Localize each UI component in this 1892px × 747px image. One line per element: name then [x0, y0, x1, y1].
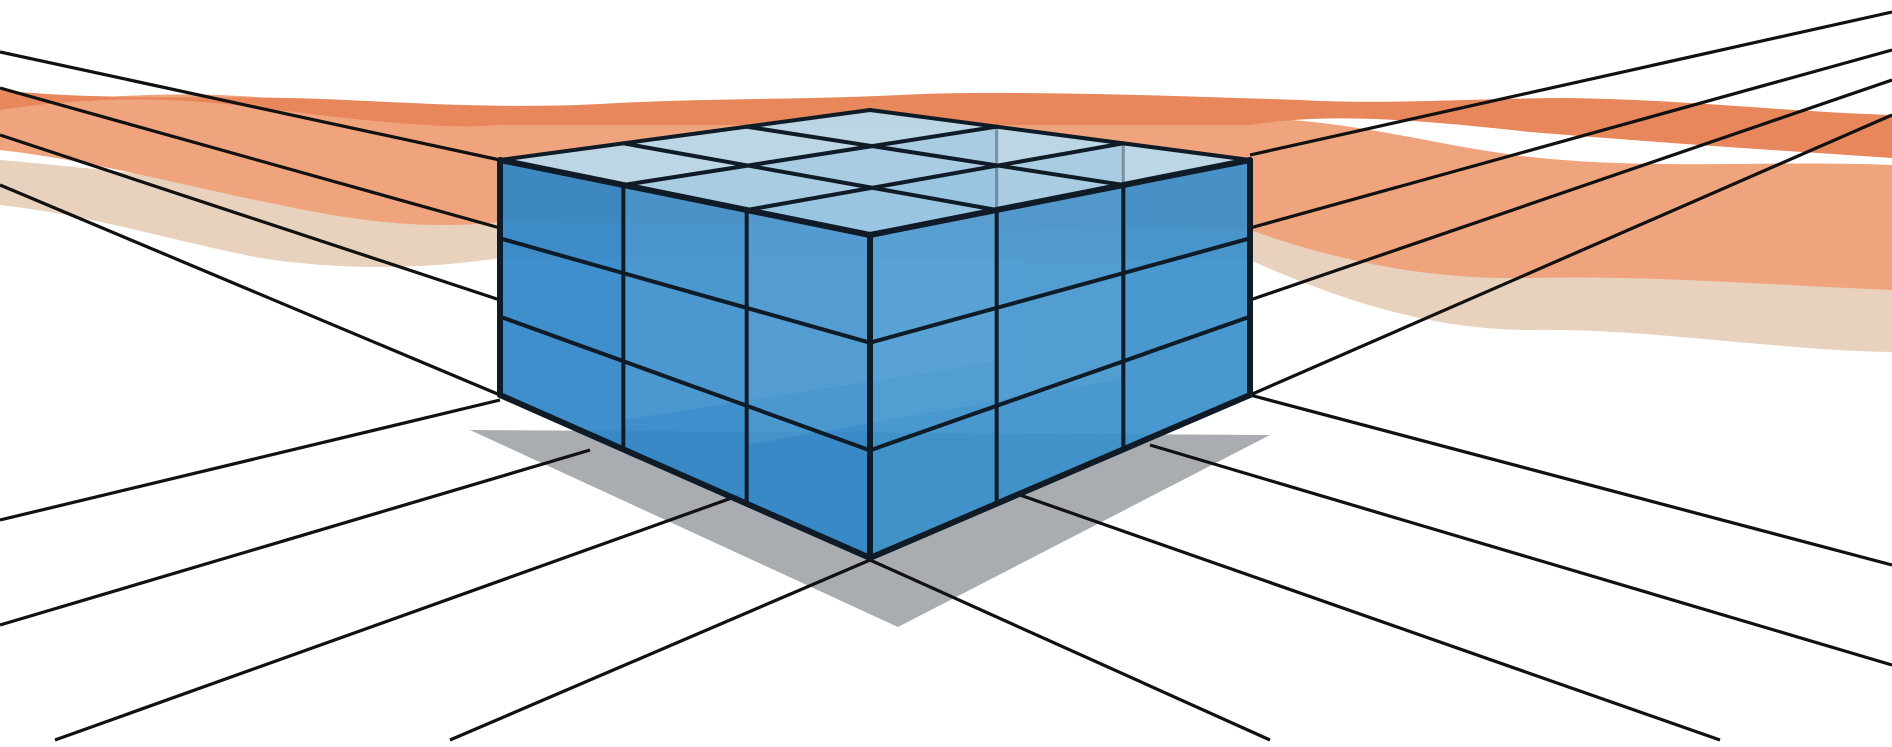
perspective-line-14: [1150, 445, 1892, 665]
perspective-line-9: [0, 400, 500, 520]
perspective-line-12: [450, 560, 870, 740]
perspective-line-15: [1020, 495, 1720, 740]
perspective-line-13: [1250, 395, 1892, 565]
perspective-line-16: [870, 560, 1270, 740]
perspective-line-11: [55, 495, 740, 740]
perspective-line-10: [0, 450, 590, 625]
